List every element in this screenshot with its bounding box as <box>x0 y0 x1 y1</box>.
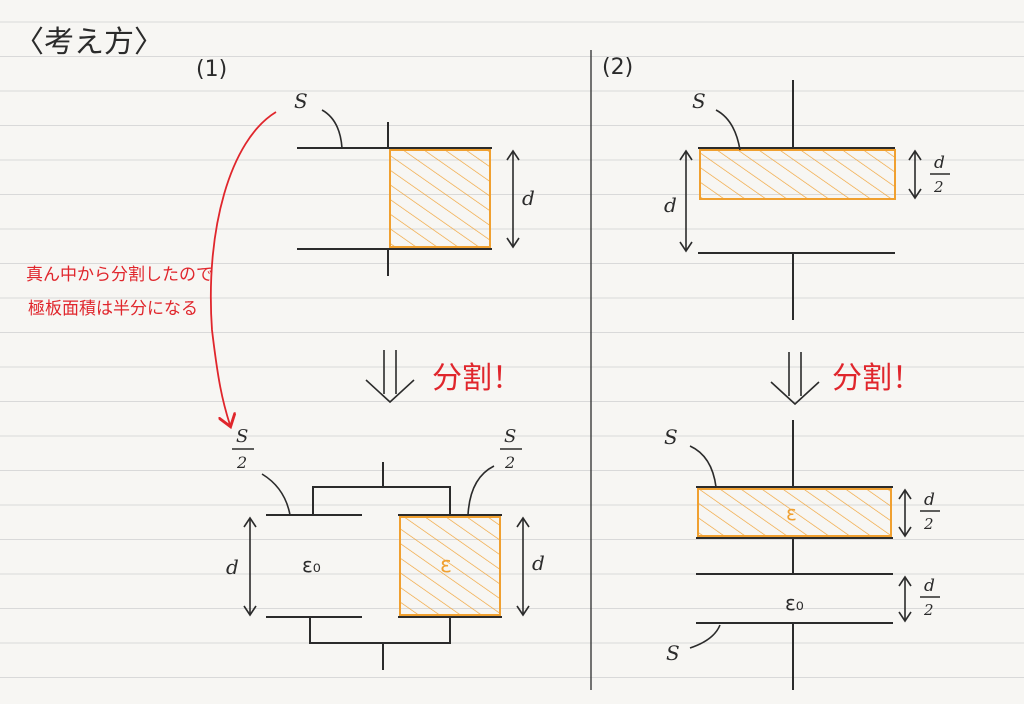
right-gap-head-up <box>516 516 530 528</box>
notebook-rules <box>0 21 1024 678</box>
upper-area-label: S <box>664 425 678 449</box>
lower-area-pointer <box>689 624 721 649</box>
area-pointer <box>715 109 741 151</box>
lower-half-head-down <box>898 611 912 623</box>
right-area-numerator: S <box>504 426 516 447</box>
dielectric-permittivity: ε <box>786 501 797 525</box>
upper-half-head-up <box>898 488 912 500</box>
half-gap-head-up <box>908 149 922 161</box>
panel2-top-capacitor: S d d 2 <box>664 80 950 320</box>
panel2-bottom-circuit: ε ε₀ S S d 2 d 2 <box>664 420 940 690</box>
panel2-label: (2) <box>602 55 633 80</box>
page-heading: 〈考え方〉 <box>14 25 164 60</box>
split-head <box>365 379 415 404</box>
vacuum-permittivity: ε₀ <box>785 591 804 615</box>
red-note-line1: 真ん中から分割したので <box>26 265 213 285</box>
gap-head-down <box>679 241 693 253</box>
dielectric-permittivity: ε <box>440 553 452 578</box>
area-pointer <box>321 109 343 149</box>
right-area-pointer <box>467 465 495 516</box>
upper-wire <box>312 486 451 515</box>
half-gap-numerator: d <box>934 153 945 173</box>
lower-area-label: S <box>666 641 680 665</box>
left-gap-label: d <box>226 555 239 579</box>
gap-head-up <box>679 149 693 161</box>
dielectric-slab <box>699 149 896 200</box>
panel2-split-arrow <box>770 352 820 406</box>
gap-arrow-head-up <box>506 149 520 161</box>
left-area-denominator: 2 <box>236 453 247 472</box>
panel1-label: (1) <box>196 57 227 82</box>
upper-half-numerator: d <box>924 490 935 510</box>
right-area-denominator: 2 <box>504 453 515 472</box>
right-gap-head-down <box>516 605 530 617</box>
area-label: S <box>692 89 706 113</box>
vacuum-permittivity: ε₀ <box>302 553 321 577</box>
lower-half-head-up <box>898 575 912 587</box>
lower-wire <box>309 617 451 644</box>
lower-half-numerator: d <box>924 576 935 596</box>
dielectric-slab <box>399 516 501 616</box>
left-area-pointer <box>261 473 291 516</box>
dielectric-slab <box>389 149 491 248</box>
left-area-numerator: S <box>236 426 248 447</box>
red-note-arrow <box>209 111 277 425</box>
left-gap-head-up <box>243 516 257 528</box>
red-note-line2: 極板面積は半分になる <box>28 299 198 319</box>
right-gap-label: d <box>532 551 545 575</box>
gap-label: d <box>522 186 535 210</box>
lower-half-denominator: 2 <box>923 601 934 619</box>
panel1-bottom-circuit: ε₀ ε S 2 S 2 d d <box>226 426 545 670</box>
panel2-split-label: 分割！ <box>832 361 922 396</box>
dielectric-slab <box>697 488 892 537</box>
area-label: S <box>294 89 308 113</box>
upper-half-head-down <box>898 526 912 538</box>
half-gap-head-down <box>908 188 922 200</box>
upper-area-pointer <box>689 445 717 488</box>
panel1-split-label: 分割！ <box>432 361 522 396</box>
half-gap-denominator: 2 <box>933 178 944 196</box>
gap-arrow-head-down <box>506 237 520 249</box>
panel1-top-capacitor: S d <box>294 89 535 276</box>
left-gap-head-down <box>243 605 257 617</box>
gap-label: d <box>664 193 677 217</box>
upper-half-denominator: 2 <box>923 515 934 533</box>
panel1-split-arrow <box>365 350 415 404</box>
split-head <box>770 381 820 406</box>
